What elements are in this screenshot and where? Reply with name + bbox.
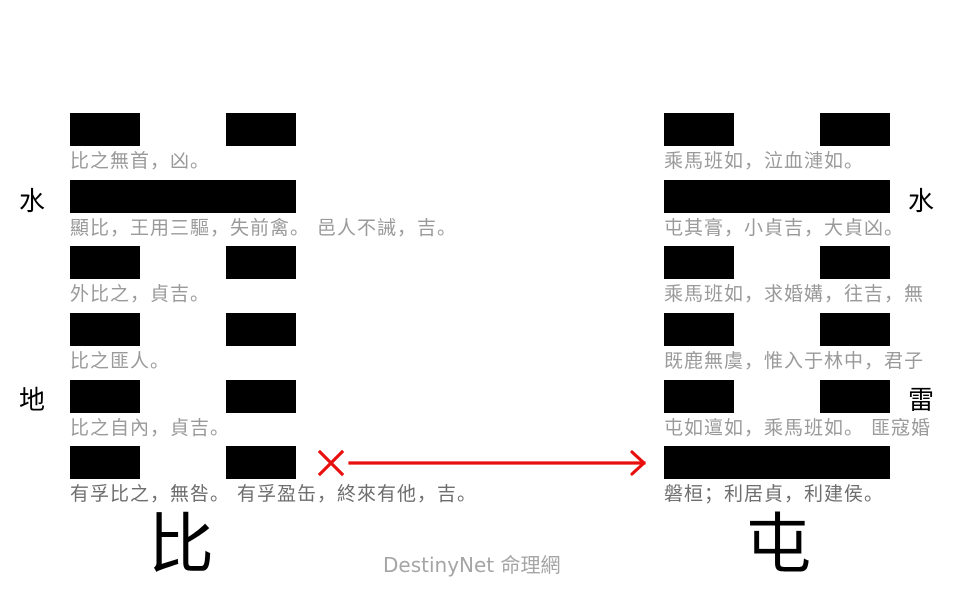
right-lower-trigram-label: 雷: [908, 386, 935, 416]
left-line-6-yin-segment-left: [70, 446, 140, 479]
left-line-3-text: 外比之，貞吉。: [70, 283, 211, 305]
left-line-4-text: 比之匪人。: [70, 350, 171, 372]
left-hexagram-name: 比: [148, 506, 214, 583]
right-line-4-text: 既鹿無虞，惟入于林中，君子: [664, 350, 925, 372]
right-line-2-text: 屯其膏，小貞吉，大貞凶。: [664, 217, 905, 239]
left-line-5-text: 比之自內，貞吉。: [70, 417, 231, 439]
right-line-4-yin-segment-left: [664, 313, 734, 346]
right-line-2-yang: [664, 180, 890, 213]
left-line-4-yin-segment-right: [226, 313, 296, 346]
right-upper-trigram-label: 水: [908, 187, 935, 217]
right-line-3-yin-segment-left: [664, 246, 734, 279]
right-line-5-yin-segment-right: [820, 380, 890, 413]
right-line-1-yin-segment-right: [820, 113, 890, 146]
right-line-1-text: 乘馬班如，泣血漣如。: [664, 150, 865, 172]
right-line-1-yin-segment-left: [664, 113, 734, 146]
left-line-5-yin-segment-left: [70, 380, 140, 413]
left-line-1-yin-segment-left: [70, 113, 140, 146]
right-line-6-yang: [664, 446, 890, 479]
left-upper-trigram-label: 水: [19, 187, 46, 217]
right-line-6-text: 磐桓；利居貞，利建侯。: [664, 483, 885, 505]
left-line-1-yin-segment-right: [226, 113, 296, 146]
left-line-4-yin-segment-left: [70, 313, 140, 346]
changing-line-arrow-icon: [317, 449, 646, 477]
left-line-6-text: 有孚比之，無咎。 有孚盈缶，終來有他，吉。: [70, 483, 478, 505]
right-line-3-text: 乘馬班如，求婚媾，往吉，無: [664, 283, 925, 305]
left-line-2-text: 顯比，王用三驅，失前禽。 邑人不誡，吉。: [70, 217, 458, 239]
right-line-5-yin-segment-left: [664, 380, 734, 413]
left-line-1-text: 比之無首，凶。: [70, 150, 211, 172]
left-lower-trigram-label: 地: [19, 386, 46, 416]
left-line-6-yin-segment-right: [226, 446, 296, 479]
brand-watermark: DestinyNet 命理網: [383, 553, 561, 577]
right-hexagram-name: 屯: [745, 506, 811, 583]
left-line-3-yin-segment-right: [226, 246, 296, 279]
left-line-3-yin-segment-left: [70, 246, 140, 279]
right-line-3-yin-segment-right: [820, 246, 890, 279]
right-line-4-yin-segment-right: [820, 313, 890, 346]
right-line-5-text: 屯如邅如，乘馬班如。 匪寇婚: [664, 417, 932, 439]
left-line-2-yang: [70, 180, 296, 213]
left-line-5-yin-segment-right: [226, 380, 296, 413]
